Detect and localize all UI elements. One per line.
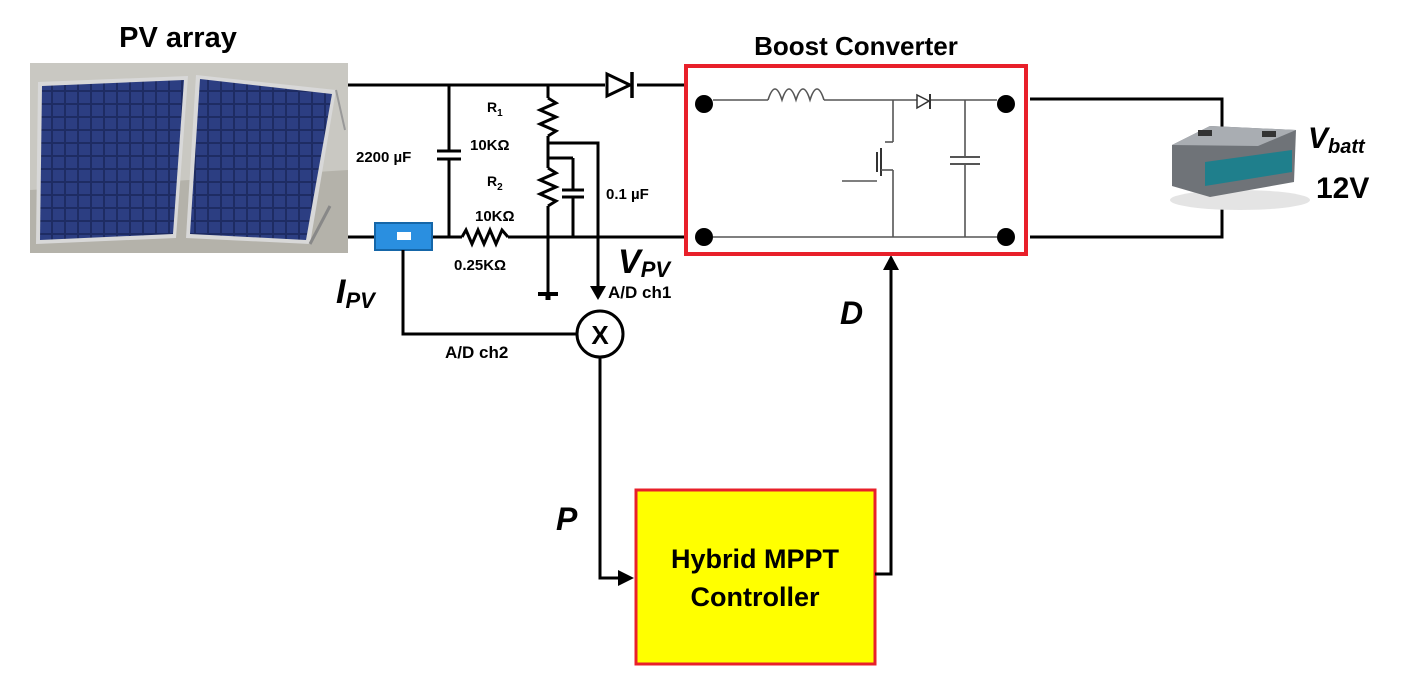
ipv-label: IPV	[336, 273, 377, 313]
capacitor-2200uf-label: 2200 µF	[356, 149, 411, 166]
vpv-sense-line	[548, 143, 606, 300]
voltage-divider	[538, 85, 558, 300]
mppt-controller-block	[636, 490, 875, 664]
boost-converter-title: Boost Converter	[754, 31, 958, 61]
battery-voltage-value: 12V	[1316, 172, 1369, 205]
r1-label: R1	[487, 99, 503, 119]
current-sensor	[375, 223, 432, 250]
duty-signal-line	[875, 255, 899, 574]
pv-array-label: PV array	[119, 22, 237, 54]
shunt-resistor-label: 0.25KΩ	[454, 257, 506, 274]
r1-value: 10KΩ	[470, 137, 510, 154]
battery-image	[1170, 126, 1310, 210]
diode-symbol	[607, 72, 632, 98]
boost-converter-block	[686, 66, 1026, 254]
adc-ch1-label: A/D ch1	[608, 283, 671, 302]
power-label: P	[556, 501, 578, 537]
r2-label: R2	[487, 173, 503, 193]
adc-ch2-label: A/D ch2	[445, 343, 508, 362]
battery-voltage-symbol: Vbatt	[1308, 122, 1366, 158]
power-signal-line	[600, 357, 634, 586]
pv-array-image	[30, 63, 348, 253]
shunt-resistor	[462, 230, 508, 244]
multiplier-symbol: X	[591, 320, 609, 350]
r2-value: 10KΩ	[475, 208, 515, 225]
capacitor-0-1uf-label: 0.1 µF	[606, 186, 649, 203]
controller-label-line2: Controller	[690, 582, 819, 612]
capacitor-2200uf	[437, 85, 461, 237]
duty-label: D	[840, 295, 863, 331]
controller-label-line1: Hybrid MPPT	[671, 544, 840, 574]
vpv-label: VPV	[618, 243, 672, 282]
